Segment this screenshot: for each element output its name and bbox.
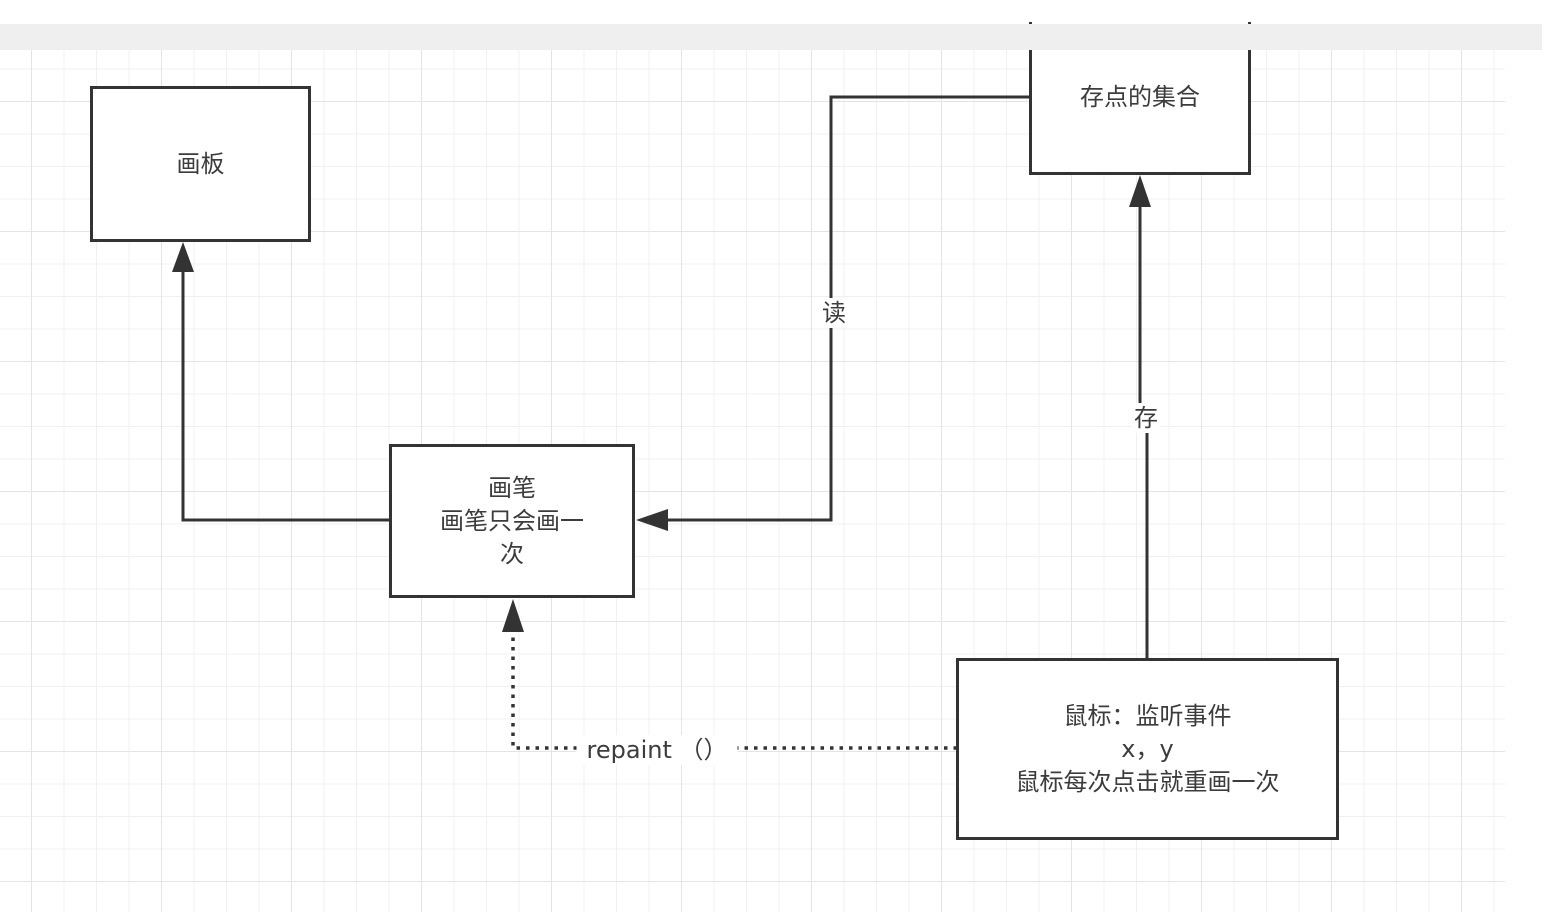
- node-label: 存点的集合: [1080, 82, 1200, 111]
- edge-mouse-to-pen-repaint[interactable]: [502, 599, 957, 750]
- node-label: 画笔只会画一: [440, 506, 584, 535]
- node-pen[interactable]: 画笔 画笔只会画一 次: [389, 444, 635, 598]
- edge-label-read: 读: [820, 298, 848, 328]
- node-label: 画笔: [488, 473, 536, 502]
- node-label: 鼠标每次点击就重画一次: [1015, 767, 1280, 796]
- arrowhead-icon: [636, 509, 668, 531]
- arrowhead-icon: [172, 242, 194, 272]
- arrowhead-icon: [1129, 175, 1151, 207]
- edge-label-store: 存: [1132, 403, 1160, 433]
- node-mouse[interactable]: 鼠标：监听事件 x，y 鼠标每次点击就重画一次: [956, 658, 1339, 840]
- node-label: 鼠标：监听事件: [1063, 701, 1232, 730]
- top-toolbar-overlay: [0, 24, 1542, 50]
- edge-pen-to-board[interactable]: [172, 242, 391, 522]
- edge-label-repaint: repaint （）: [576, 735, 738, 765]
- node-label: 画板: [176, 149, 225, 178]
- arrowhead-icon: [502, 599, 524, 632]
- node-label: 次: [500, 539, 524, 568]
- node-canvas-board[interactable]: 画板: [90, 86, 311, 242]
- node-label: x，y: [1121, 734, 1174, 763]
